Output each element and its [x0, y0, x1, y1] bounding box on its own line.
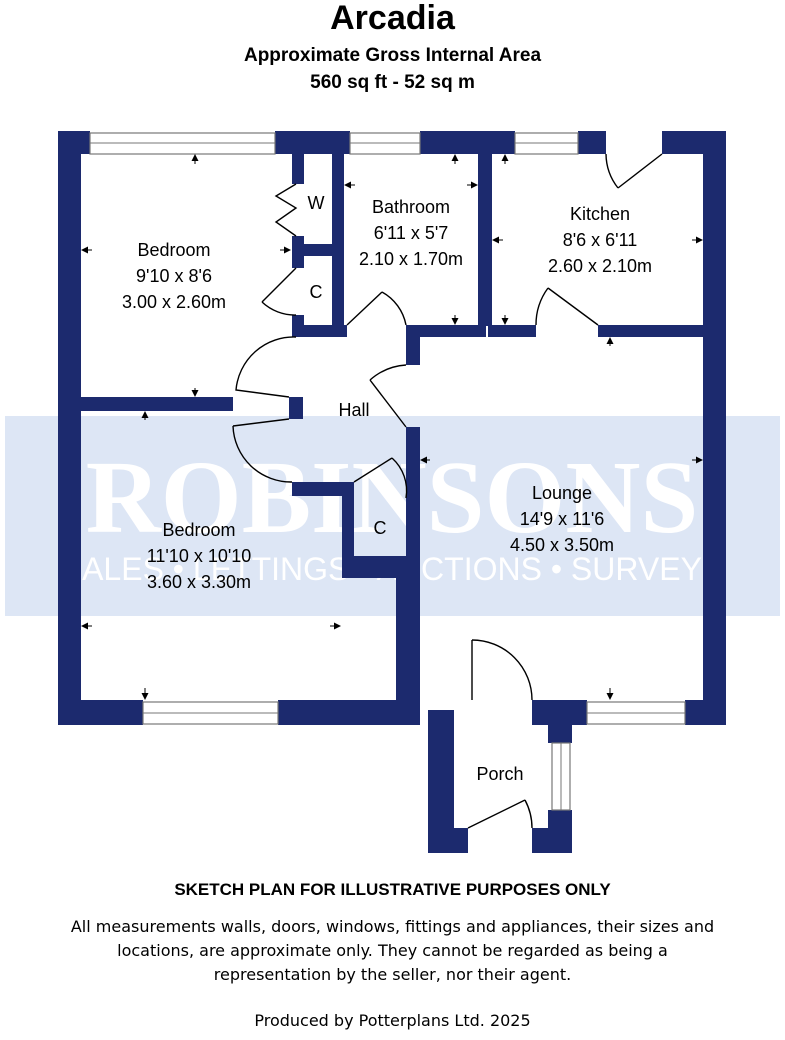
lounge-dim-imperial: 14'9 x 11'6	[520, 509, 605, 529]
producer-credit: Produced by Potterplans Ltd. 2025	[254, 1011, 531, 1030]
bedroom1-dim-metric: 3.00 x 2.60m	[122, 292, 226, 312]
window-lines	[90, 142, 685, 810]
area-label: Approximate Gross Internal Area	[243, 45, 542, 66]
wardrobe-name: W	[308, 193, 325, 213]
doors	[232, 153, 663, 829]
disclaimer: All measurements walls, doors, windows, …	[70, 917, 715, 984]
floor-plan: ROBINSONS SALES • LETTINGS • AUCTIONS • …	[5, 131, 780, 853]
cupboard2-name: C	[374, 518, 387, 538]
bedroom1-name: Bedroom	[137, 240, 210, 260]
sketch-notice: SKETCH PLAN FOR ILLUSTRATIVE PURPOSES ON…	[174, 880, 611, 899]
kitchen-name: Kitchen	[570, 204, 630, 224]
walls	[58, 131, 726, 853]
bathroom-dim-metric: 2.10 x 1.70m	[359, 249, 463, 269]
bedroom2-name: Bedroom	[162, 520, 235, 540]
bathroom-dim-imperial: 6'11 x 5'7	[374, 223, 449, 243]
porch-name: Porch	[476, 764, 523, 784]
kitchen-dim-metric: 2.60 x 2.10m	[548, 256, 652, 276]
kitchen-dim-imperial: 8'6 x 6'11	[563, 230, 638, 250]
dimension-arrows	[81, 154, 703, 700]
area-value: 560 sq ft - 52 sq m	[310, 72, 475, 93]
watermark-band	[5, 416, 780, 616]
bedroom2-dim-metric: 3.60 x 3.30m	[147, 572, 251, 592]
room-labels: Bedroom 9'10 x 8'6 3.00 x 2.60m W C Bath…	[122, 193, 652, 784]
bathroom-name: Bathroom	[372, 197, 450, 217]
lounge-dim-metric: 4.50 x 3.50m	[510, 535, 614, 555]
watermark-brand: ROBINSONS	[86, 440, 699, 555]
cupboard1-name: C	[310, 282, 323, 302]
hall-name: Hall	[338, 400, 369, 420]
watermark: ROBINSONS SALES • LETTINGS • AUCTIONS • …	[5, 416, 780, 616]
bedroom1-dim-imperial: 9'10 x 8'6	[136, 266, 212, 286]
lounge-name: Lounge	[532, 483, 592, 503]
plan-title: Arcadia	[330, 0, 455, 37]
bedroom2-dim-imperial: 11'10 x 10'10	[147, 546, 252, 566]
